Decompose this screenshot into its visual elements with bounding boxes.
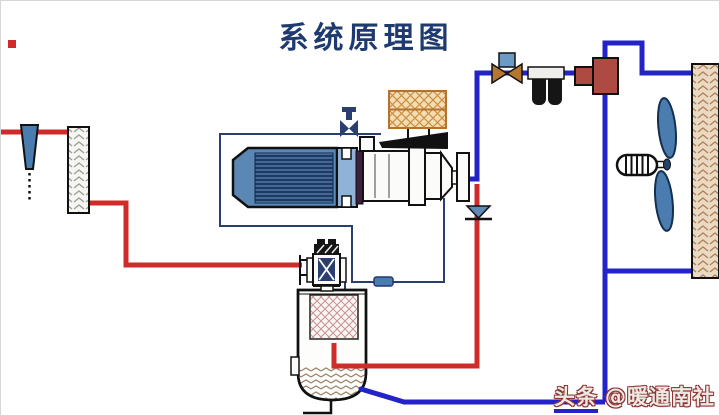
evaporator-outlet-pipe-red: [89, 200, 302, 268]
condenser-inlet-pipe-blue: [602, 40, 693, 76]
hot-gas-to-tank-pipe-red: [331, 184, 480, 369]
page-title: 系统原理图: [278, 21, 454, 56]
intake-air-filter: [388, 90, 447, 129]
solenoid-valve: [491, 52, 523, 85]
discharge-flange: [456, 152, 470, 202]
oil-separator-tank: [290, 288, 368, 415]
filter-drier: [527, 66, 565, 105]
watermark-handle: @暖通南社: [605, 385, 715, 409]
red-marker-dot: [8, 40, 16, 48]
condenser-coil: [691, 63, 719, 279]
drive-motor: [231, 146, 364, 209]
coupling: [355, 150, 364, 205]
sight-glass: [290, 356, 300, 376]
tank-filter-element: [309, 294, 359, 340]
spray-nozzle: [19, 124, 40, 202]
pressure-controller: [574, 57, 619, 95]
cooling-fan: [615, 97, 678, 232]
tank-outlet-pipe-blue: [358, 386, 407, 405]
expansion-valve: [299, 239, 347, 292]
control-line: [219, 133, 445, 283]
valve-actuator-coil: [314, 244, 339, 255]
capillary-sensor: [373, 276, 394, 287]
fan-blade-bottom: [653, 170, 675, 232]
tank-drain-line: [303, 400, 333, 415]
cooling-pad-column: [67, 126, 90, 214]
fan-blade-top: [656, 97, 678, 159]
fan-hub: [663, 158, 671, 171]
intake-wedge: [379, 132, 448, 149]
suction-line-valve: [340, 107, 358, 137]
watermark: 头条 @暖通南社: [554, 381, 715, 413]
discharge-check-valve: [465, 205, 492, 221]
watermark-brand: 头条: [554, 385, 598, 413]
